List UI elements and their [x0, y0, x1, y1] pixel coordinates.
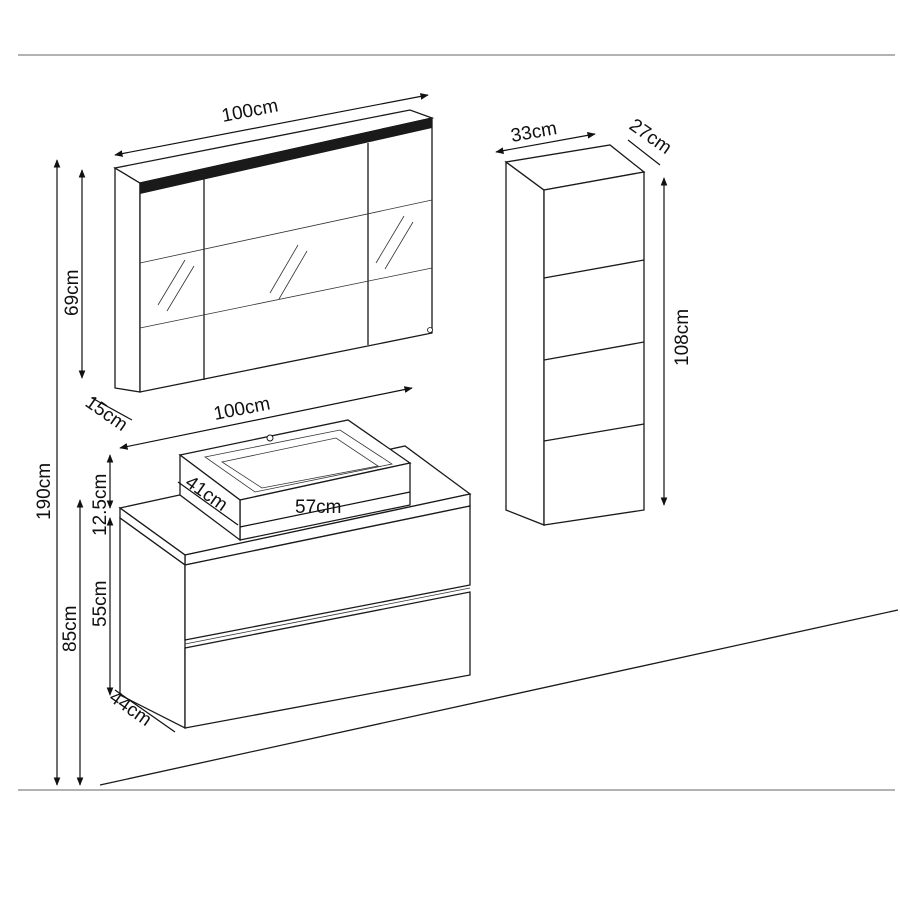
tall-width-label: 33cm [509, 118, 558, 147]
overall-height-label: 190cm [34, 463, 55, 520]
basin-width-label: 57cm [295, 497, 341, 518]
vanity-height-label: 55cm [90, 581, 111, 627]
tall-cabinet [504, 144, 646, 526]
tall-depth-label: 27cm [625, 115, 675, 159]
mirror-width-label: 100cm [220, 95, 280, 126]
mirror-height-label: 69cm [62, 270, 83, 316]
mirror-depth-label: 15cm [81, 392, 131, 436]
tall-height-label: 108cm [672, 309, 693, 366]
vanity-width-label: 100cm [212, 393, 272, 424]
basin-height-label: 12.5cm [90, 474, 111, 536]
floor-height-label: 85cm [60, 606, 81, 652]
wall-floor-lines [18, 54, 899, 791]
dimension-lines [53, 93, 668, 786]
mirror-cabinet [113, 109, 435, 393]
